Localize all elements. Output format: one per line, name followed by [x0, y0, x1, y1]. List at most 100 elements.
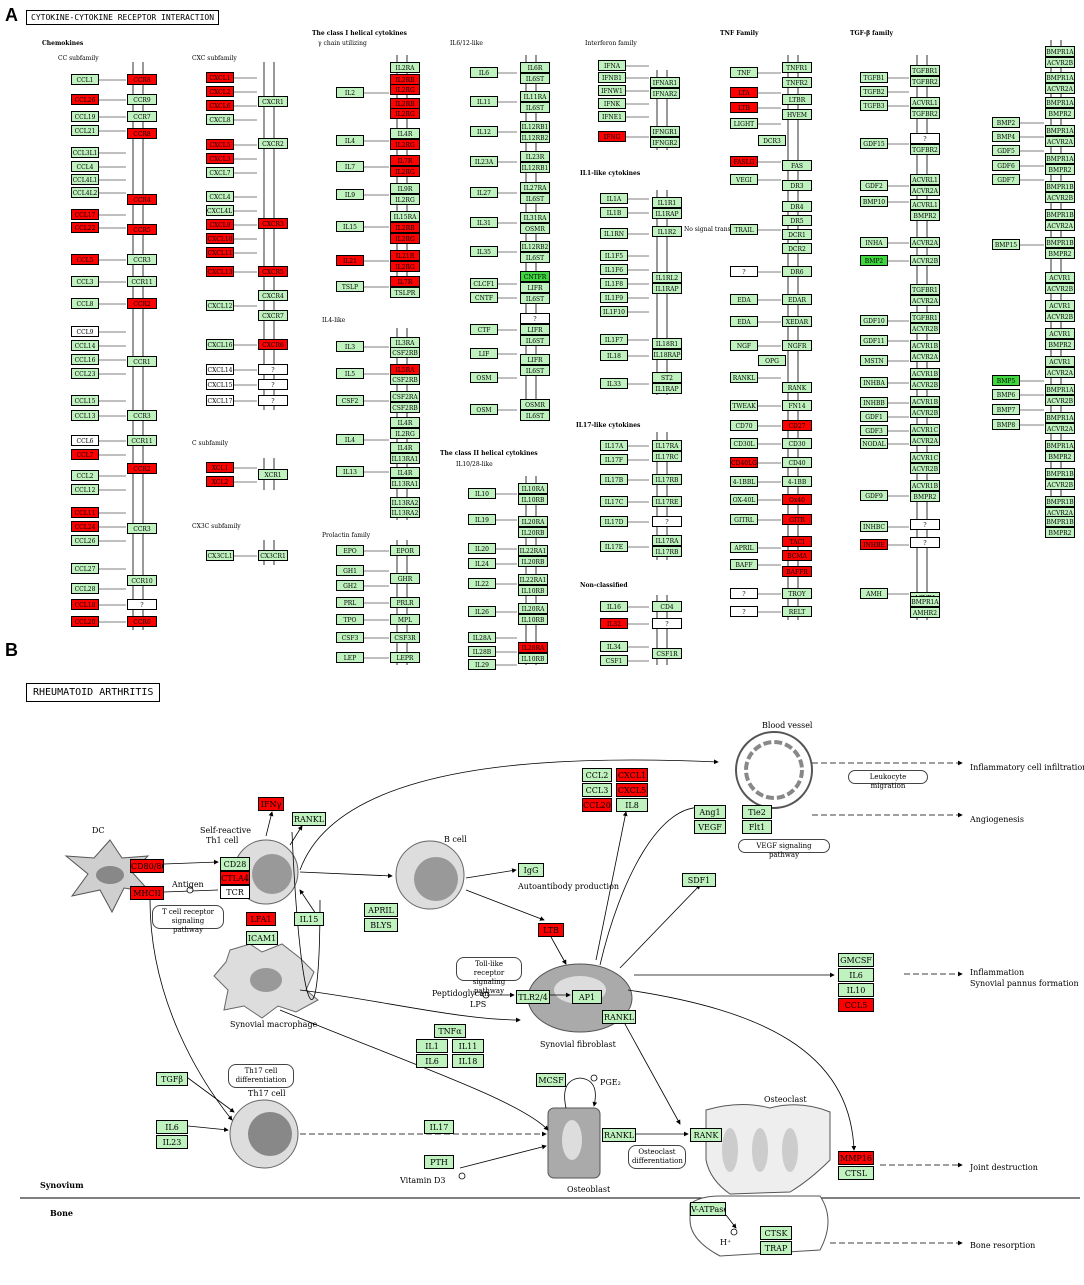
panel-b-label: Osteoblast: [567, 1185, 611, 1194]
panel-a-gene-193: IL28RA: [518, 642, 548, 653]
panel-a-gene-204: IFNGR2: [650, 137, 680, 148]
panel-b-pathway-link[interactable]: Osteoclast differentiation: [628, 1145, 686, 1169]
panel-a-gene-79: CX3CR1: [258, 550, 288, 561]
panel-a-gene-270: LTBR: [782, 94, 812, 105]
panel-b-label: Inflammation: [970, 968, 1025, 977]
panel-a-gene-55: CXCL4L1: [206, 205, 234, 216]
panel-a-gene-52: CXCL3: [206, 153, 234, 164]
panel-a-gene-359: BMP7: [992, 404, 1020, 415]
panel-a-gene-188: IL20RB: [518, 556, 548, 567]
panel-b-pathway-link[interactable]: VEGF signaling pathway: [738, 839, 830, 859]
panel-a-gene-50: CXCL8: [206, 114, 234, 125]
panel-a-gene-369: BMPR1A: [1045, 153, 1075, 164]
panel-b-gene-14: CCL2: [582, 768, 612, 782]
panel-a-gene-226: IL17F: [600, 454, 628, 465]
panel-a-gene-392: ACVR2B: [1045, 479, 1075, 490]
panel-a-gene-192: IL10RB: [518, 614, 548, 625]
panel-a-gene-102: IL2RG: [390, 261, 420, 272]
panel-a-gene-99: IL2RB: [390, 222, 420, 233]
panel-b-gene-33: IL1: [416, 1039, 448, 1053]
panel-a-gene-186: IL20RB: [518, 527, 548, 538]
panel-a-gene-142: IL31: [470, 217, 498, 228]
panel-a-gene-183: IL10RA: [518, 483, 548, 494]
panel-a-gene-76: ?: [258, 379, 288, 390]
panel-a-gene-323: ACVRL1: [910, 174, 940, 185]
panel-a-group-label: The class II helical cytokines: [440, 450, 538, 457]
panel-a-gene-303: INHA: [860, 237, 888, 248]
panel-b-label: Peptidoglycan: [432, 989, 490, 998]
panel-a-gene-63: CXCL15: [206, 379, 234, 390]
panel-a-gene-252: ?: [730, 266, 758, 277]
panel-a-group-label: Prolactin family: [322, 532, 371, 539]
panel-a-gene-34: CCR4: [127, 194, 157, 205]
panel-b-gene-25: TLR2/4: [516, 990, 550, 1004]
panel-a-gene-49: CXCL6: [206, 100, 234, 111]
panel-a-gene-67: CX3CL1: [206, 550, 234, 561]
panel-a-group-label: Chemokines: [42, 40, 84, 47]
panel-a-gene-378: ACVR2B: [1045, 283, 1075, 294]
panel-a-gene-69: CXCR2: [258, 138, 288, 149]
panel-a-gene-93: IL2RG: [390, 139, 420, 150]
panel-a-gene-25: CCL26: [71, 535, 99, 546]
panel-a-gene-32: CCR7: [127, 111, 157, 122]
panel-a-gene-47: CXCL1: [206, 72, 234, 83]
panel-b-label: Joint destruction: [970, 1163, 1038, 1172]
panel-b-label: Th1 cell: [206, 836, 239, 845]
panel-b-label: Vitamin D3: [400, 1176, 446, 1185]
panel-a-gene-136: LEPR: [390, 652, 420, 663]
panel-a-gene-344: BMPR2: [910, 491, 940, 502]
panel-a-gene-113: CSF2RB: [390, 374, 420, 385]
panel-b-gene-20: Ang1: [694, 805, 726, 819]
panel-a-title: CYTOKINE-CYTOKINE RECEPTOR INTERACTION: [26, 10, 220, 25]
panel-a-gene-180: IL28A: [468, 632, 496, 643]
panel-a-gene-96: IL9R: [390, 183, 420, 194]
panel-a-gene-147: LIF: [470, 348, 498, 359]
panel-b-gene-19: IL8: [616, 798, 648, 812]
panel-a-gene-387: BMPR1A: [1045, 412, 1075, 423]
panel-a-gene-4: CCL3L1: [71, 147, 99, 158]
panel-b-pathway-link[interactable]: Th17 cell differentiation: [228, 1064, 294, 1088]
panel-b-label: Synovial pannus formation: [970, 979, 1079, 988]
panel-b-gene-18: CCL20: [582, 798, 612, 812]
panel-a-gene-17: CCL15: [71, 395, 99, 406]
panel-a-gene-86: TSLP: [336, 281, 364, 292]
panel-a-gene-367: BMPR1A: [1045, 125, 1075, 136]
panel-a-gene-236: IL17RA: [652, 535, 682, 546]
panel-b-gene-42: RANKL: [602, 1128, 636, 1142]
panel-a-gene-316: AMH: [860, 588, 888, 599]
panel-a-gene-362: ACVR2B: [1045, 57, 1075, 68]
panel-a-group-label: The class I helical cytokines: [312, 30, 407, 37]
panel-a-group-label: Interferon family: [585, 40, 637, 47]
panel-a-gene-230: IL17E: [600, 541, 628, 552]
panel-a-gene-384: ACVR2A: [1045, 367, 1075, 378]
panel-a-gene-91: IL2RG: [390, 108, 420, 119]
panel-b-pathway-link[interactable]: T cell receptor signaling pathway: [152, 905, 224, 934]
panel-b-pathway-link[interactable]: Leukocyte migration: [848, 770, 928, 790]
panel-a-gene-330: ACVR2A: [910, 295, 940, 306]
panel-a-gene-43: CCR3: [127, 523, 157, 534]
panel-a-gene-320: TGFBR2: [910, 108, 940, 119]
panel-a-gene-173: IL6ST: [520, 410, 550, 421]
panel-a-gene-41: CCR11: [127, 435, 157, 446]
panel-a-gene-134: MPL: [390, 614, 420, 625]
panel-b-gene-1: MHCII: [130, 886, 164, 900]
panel-a-gene-229: IL17D: [600, 516, 628, 527]
panel-a-gene-368: ACVR2A: [1045, 136, 1075, 147]
panel-a-gene-242: CD4: [652, 601, 682, 612]
panel-a-gene-94: IL7R: [390, 155, 420, 166]
panel-a-gene-256: RANKL: [730, 372, 758, 383]
panel-a-gene-219: IL1RL2: [652, 272, 682, 283]
panel-b-letter: B: [5, 640, 18, 660]
panel-a-gene-253: EDA: [730, 294, 758, 305]
panel-b-label: Blood vessel: [762, 721, 813, 730]
panel-b-gene-24: SDF1: [682, 873, 716, 887]
panel-a-gene-203: IFNGR1: [650, 126, 680, 137]
panel-b-pathway-link[interactable]: Toll-like receptor signaling pathway: [456, 957, 522, 995]
panel-a-gene-95: IL2RG: [390, 166, 420, 177]
panel-b-title: RHEUMATOID ARTHRITIS: [26, 683, 161, 702]
panel-a-gene-131: EPOR: [390, 545, 420, 556]
panel-a-gene-87: IL2RA: [390, 62, 420, 73]
panel-b-label: Osteoclast: [764, 1095, 807, 1104]
panel-b-gene-13: LTB: [538, 923, 564, 937]
panel-b-gene-34: IL11: [452, 1039, 484, 1053]
